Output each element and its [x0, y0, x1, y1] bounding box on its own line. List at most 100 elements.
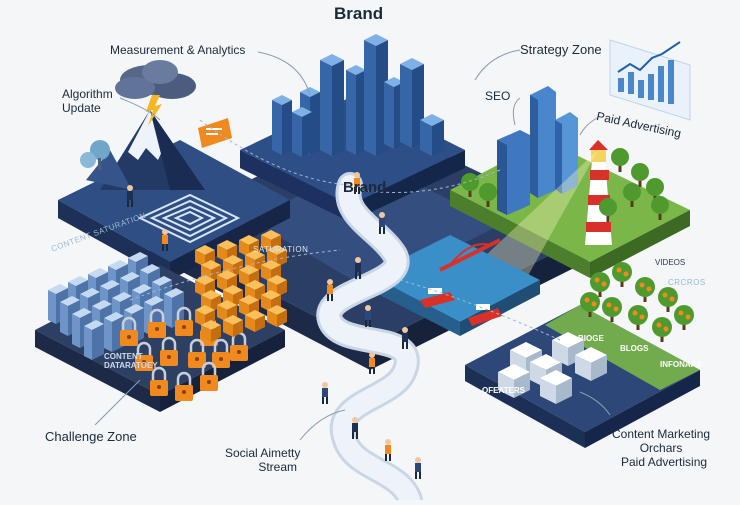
content-block	[575, 347, 607, 381]
crate	[267, 305, 287, 327]
padlock	[120, 316, 138, 346]
trees-orange	[580, 262, 694, 342]
padlock	[175, 371, 193, 401]
person	[379, 212, 385, 234]
strategy-towers	[497, 86, 578, 215]
fruit	[616, 267, 622, 273]
fruit	[646, 286, 652, 292]
padlock	[200, 361, 218, 391]
person	[355, 257, 361, 279]
crate	[223, 315, 243, 337]
fruit	[606, 302, 612, 308]
crate	[239, 235, 259, 257]
tree-canopy	[461, 173, 479, 191]
person	[322, 382, 328, 404]
padlock	[212, 338, 230, 368]
lighthouse	[470, 140, 612, 290]
social-stream-line-1: Social Aimetty	[225, 446, 301, 460]
person	[352, 417, 358, 439]
tree-canopy	[646, 178, 664, 196]
tree-canopy	[674, 305, 694, 325]
fruit	[613, 306, 619, 312]
building	[272, 95, 292, 155]
tree-canopy	[599, 198, 617, 216]
content-marketing-line-2: Orchars	[639, 440, 683, 455]
padlock	[150, 366, 168, 396]
algorithm-line-2: Update	[62, 100, 101, 115]
tree-canopy	[612, 262, 632, 282]
network-lines	[129, 119, 561, 341]
social-stream-line-2: Stream	[258, 459, 298, 474]
person	[415, 457, 421, 479]
city-buildings	[272, 34, 444, 157]
infonars-label: INFONARS	[660, 360, 702, 369]
fruit	[685, 314, 691, 320]
padlock	[188, 338, 206, 368]
saturation-label: SATURATION	[253, 245, 309, 254]
mountain	[86, 110, 205, 190]
content-blocks	[498, 332, 607, 404]
measurement-analytics-label: Measurement & Analytics	[110, 43, 246, 57]
content-dataratoey-line-1: CONTENT	[104, 352, 143, 361]
fruit	[623, 271, 629, 277]
crate	[245, 310, 265, 332]
social-stream-label: Social Aimetty Stream	[225, 446, 301, 475]
saturation-crates	[195, 230, 287, 342]
tree-canopy	[623, 183, 641, 201]
fruit	[591, 301, 597, 307]
content-dataratoey-label: CONTENT DATARATOEY	[104, 352, 158, 370]
content-block	[540, 370, 572, 404]
fruit	[663, 326, 669, 332]
person	[327, 279, 333, 301]
server	[84, 320, 104, 360]
blogs-label: BLOGS	[620, 344, 649, 353]
fruit	[662, 292, 668, 298]
fruit	[601, 281, 607, 287]
videos-label: VIDEOS	[655, 258, 686, 267]
algorithm-line-1: Algorithm	[62, 87, 113, 101]
tree-canopy	[631, 163, 649, 181]
crcros-label: CRCROS	[668, 278, 706, 287]
crate	[217, 240, 237, 262]
content-marketing-line-1: Content Marketing	[612, 427, 711, 441]
alert-sign	[198, 118, 232, 148]
padlock	[160, 336, 178, 366]
storm-cloud	[115, 60, 196, 126]
fruit	[678, 310, 684, 316]
growth-chart	[609, 39, 691, 121]
people-walking	[127, 172, 421, 479]
fruit	[584, 297, 590, 303]
tree-canopy	[635, 277, 655, 297]
content-block	[552, 332, 584, 366]
tree-canopy	[628, 305, 648, 325]
person	[385, 439, 391, 461]
building	[320, 54, 344, 156]
connector-lines	[94, 49, 611, 441]
tree-canopy	[479, 183, 497, 201]
fruit	[639, 282, 645, 288]
fruit	[656, 322, 662, 328]
padlock	[148, 308, 166, 338]
building	[420, 114, 444, 156]
tree-canopy	[658, 287, 678, 307]
fruit	[639, 314, 645, 320]
fruit	[594, 277, 600, 283]
board-harbor	[370, 235, 540, 336]
algorithm-update-label: Algorithm Update	[62, 87, 113, 116]
building	[346, 65, 366, 155]
padlock	[175, 306, 193, 336]
fruit	[669, 296, 675, 302]
person	[162, 229, 168, 251]
content-marketing-line-3: Paid Advertising	[621, 454, 708, 469]
person	[365, 305, 371, 327]
padlock	[135, 341, 153, 371]
server-racks	[48, 252, 184, 360]
content-block	[498, 364, 530, 398]
person	[369, 352, 375, 374]
tree-canopy	[651, 196, 669, 214]
crate	[201, 320, 221, 342]
padlocks	[120, 306, 248, 401]
building	[292, 107, 312, 157]
